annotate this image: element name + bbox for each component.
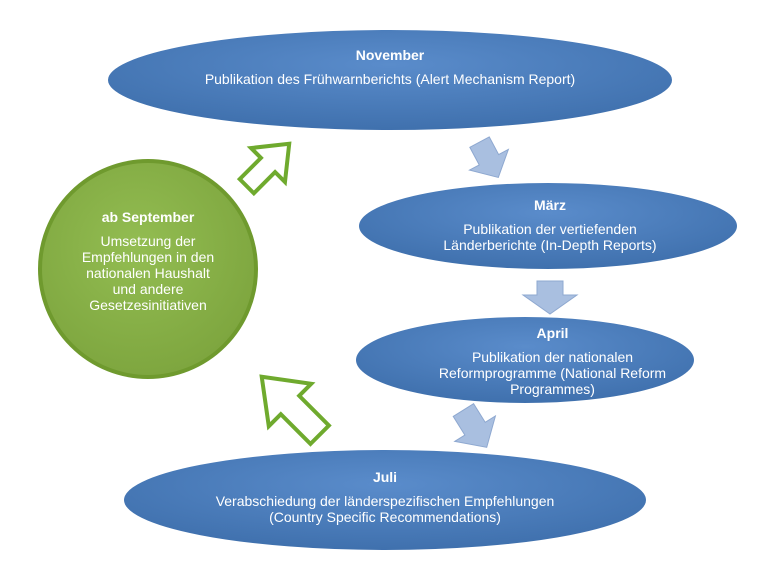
stage-juli-title: Juli [372, 469, 398, 485]
arrow-maerz-to-april [521, 280, 579, 315]
stage-april-ellipse [354, 315, 696, 405]
arrow-november-to-maerz [468, 136, 510, 179]
stage-maerz-label: März Publikation der vertiefenden Länder… [425, 197, 675, 253]
stage-juli-ellipse [122, 448, 648, 552]
stage-maerz-title: März [534, 197, 566, 213]
stage-maerz-description: Publikation der vertiefenden Länderberic… [443, 221, 657, 253]
stage-november-label: November Publikation des Frühwarnbericht… [160, 47, 620, 87]
stage-september-label: ab September Umsetzung der Empfehlungen … [73, 209, 223, 313]
stage-november-title: November [355, 47, 425, 63]
arrow-april-to-juli [452, 402, 497, 448]
arrow-juli-to-september [259, 374, 332, 447]
stage-april-label: April Publikation der nationalen Reformp… [425, 325, 680, 397]
stage-september-description: Umsetzung der Empfehlungen in den nation… [81, 233, 215, 313]
stage-april-description: Publikation der nationalen Reformprogram… [438, 349, 667, 397]
stage-november-description: Publikation des Frühwarnberichts (Alert … [204, 71, 576, 87]
stage-april-title: April [536, 325, 569, 341]
stage-september-circle [38, 159, 258, 379]
stage-maerz-ellipse [357, 181, 739, 271]
stage-juli-description: Verabschiedung der länderspezifischen Em… [215, 493, 555, 525]
stage-september-title: ab September [101, 209, 195, 225]
arrow-september-to-november [236, 141, 292, 197]
stage-november-ellipse [106, 28, 674, 132]
stage-juli-label: Juli Verabschiedung der länderspezifisch… [190, 469, 580, 525]
